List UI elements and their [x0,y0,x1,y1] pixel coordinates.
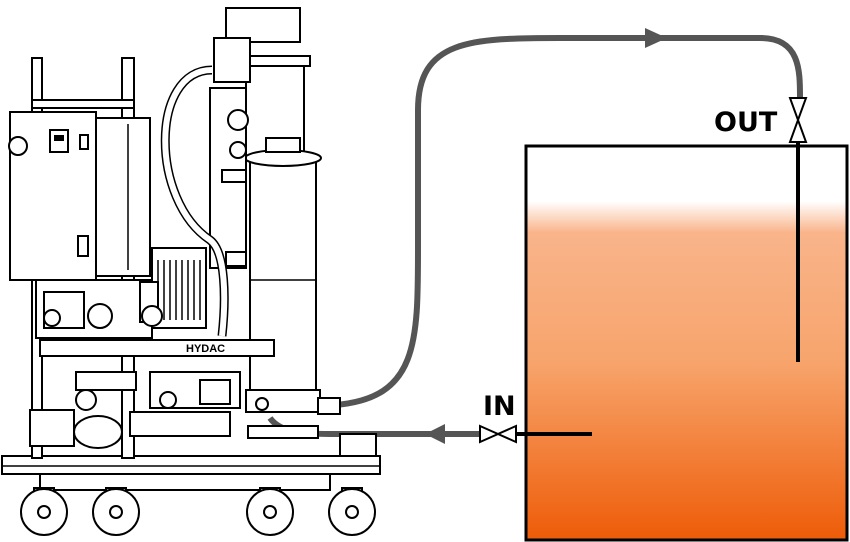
outlet-label: OUT [714,107,778,138]
tank-body [524,144,849,542]
tank [524,144,849,542]
outlet-hose [334,28,803,408]
caster-wheel-icon [328,487,376,536]
unit-nameplate: HYDAC [186,343,225,355]
base-frame [1,455,381,475]
filtration-unit: HYDAC [1,7,381,536]
deck-plate [39,339,275,357]
valve-icon[interactable] [788,97,808,143]
flow-arrow-icon [425,424,445,444]
caster-wheel-icon [92,487,140,536]
valve-icon[interactable] [479,424,517,444]
control-cabinet-icon [8,111,151,281]
inlet-label: IN [483,391,516,422]
electric-motor-icon [139,247,207,329]
caster-wheel-icon [246,487,294,536]
caster-wheel-icon [20,487,68,536]
flow-arrow-icon [645,28,667,48]
